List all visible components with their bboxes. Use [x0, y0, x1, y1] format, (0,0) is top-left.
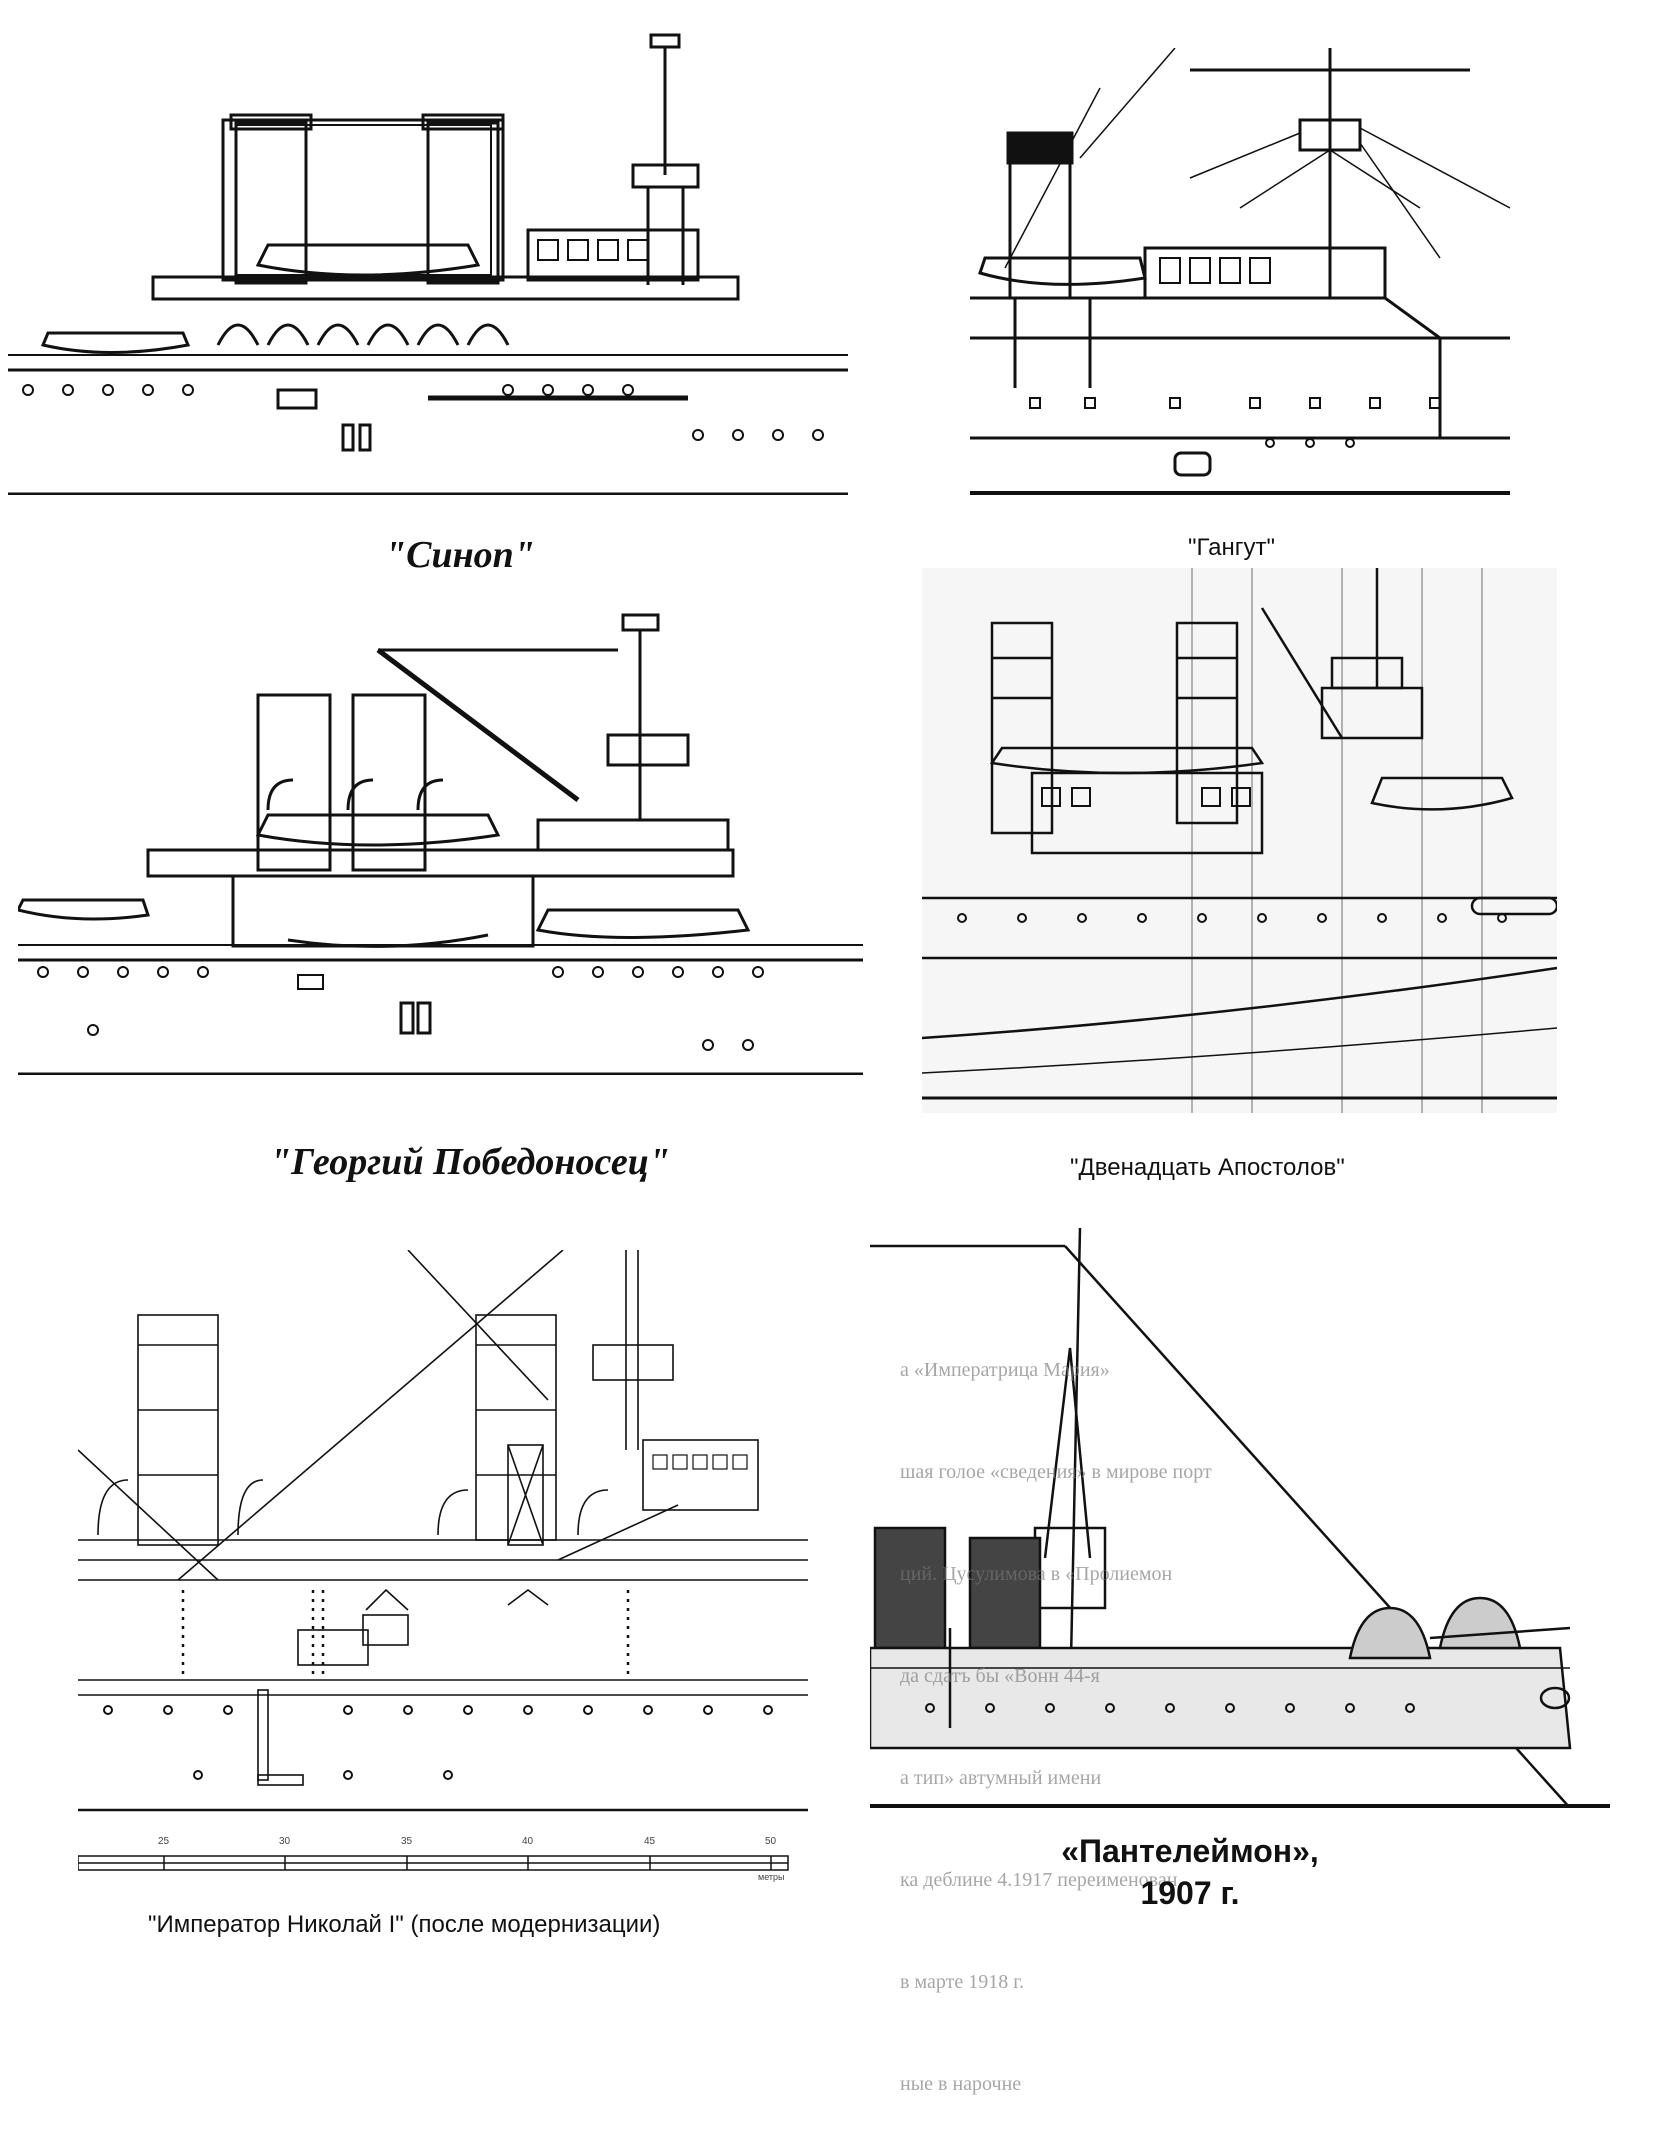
panteleimon-profile-svg — [870, 1228, 1610, 1808]
panteleimon-background-text: а «Императрица Мария» шая голое «сведени… — [900, 1285, 1212, 2135]
caption-georgiy-pobedonosets: "Георгий Победоносец" — [270, 1141, 670, 1183]
scale-bar-svg — [78, 1855, 789, 1871]
bg-text-line: шая голое «сведения» в мирове порт — [900, 1461, 1212, 1483]
drawing-imperator-nikolai — [78, 1250, 808, 1910]
sinop-profile-svg — [8, 33, 848, 495]
drawing-sinop — [8, 15, 848, 495]
caption-imperator-nikolai: "Император Николай I" (после модернизаци… — [148, 1911, 661, 1938]
scale-tick-35: 35 — [401, 1836, 413, 1847]
caption-sinop: "Синоп" — [385, 534, 535, 576]
caption-twelve-apostles: "Двенадцать Апостолов" — [1070, 1154, 1345, 1181]
bg-text-line: ные в нарочне — [900, 2073, 1022, 2095]
bg-text-line: ка деблине 4.1917 переименован — [900, 1869, 1178, 1891]
bg-text-line: а тип» автумный имени — [900, 1767, 1102, 1789]
scale-tick-50: 50 — [765, 1836, 777, 1847]
nikolai-profile-svg — [78, 1250, 808, 1812]
drawing-georgiy-pobedonosets — [18, 610, 863, 1075]
scale-tick-45: 45 — [644, 1836, 656, 1847]
drawing-panteleimon — [870, 1228, 1610, 1808]
caption-panteleimon-name: «Пантелеймон», — [1061, 1833, 1319, 1869]
scale-tick-30: 30 — [279, 1836, 291, 1847]
twelve-apostles-profile-svg — [922, 568, 1557, 1113]
scale-bar: 25 30 35 40 45 50 метры — [78, 1836, 793, 1886]
scale-unit: метры — [758, 1872, 785, 1882]
caption-panteleimon-year: 1907 г. — [1140, 1875, 1240, 1911]
scale-tick-40: 40 — [522, 1836, 534, 1847]
bg-text-line: а «Императрица Мария» — [900, 1359, 1110, 1381]
bg-text-line: в марте 1918 г. — [900, 1971, 1025, 1993]
drawing-gangut — [970, 48, 1510, 498]
bg-text-line: ций. Цусулимова в «Пролиемон — [900, 1563, 1173, 1585]
bg-text-line: да сдатъ бы «Вонн 44-я — [900, 1665, 1100, 1687]
caption-gangut: "Гангут" — [1188, 534, 1276, 561]
gangut-profile-svg — [970, 48, 1510, 495]
scale-tick-25: 25 — [158, 1836, 170, 1847]
caption-panteleimon: «Пантелеймон», 1907 г. — [1060, 1830, 1320, 1914]
georgiy-profile-svg — [18, 613, 863, 1075]
drawing-twelve-apostles — [922, 568, 1557, 1113]
